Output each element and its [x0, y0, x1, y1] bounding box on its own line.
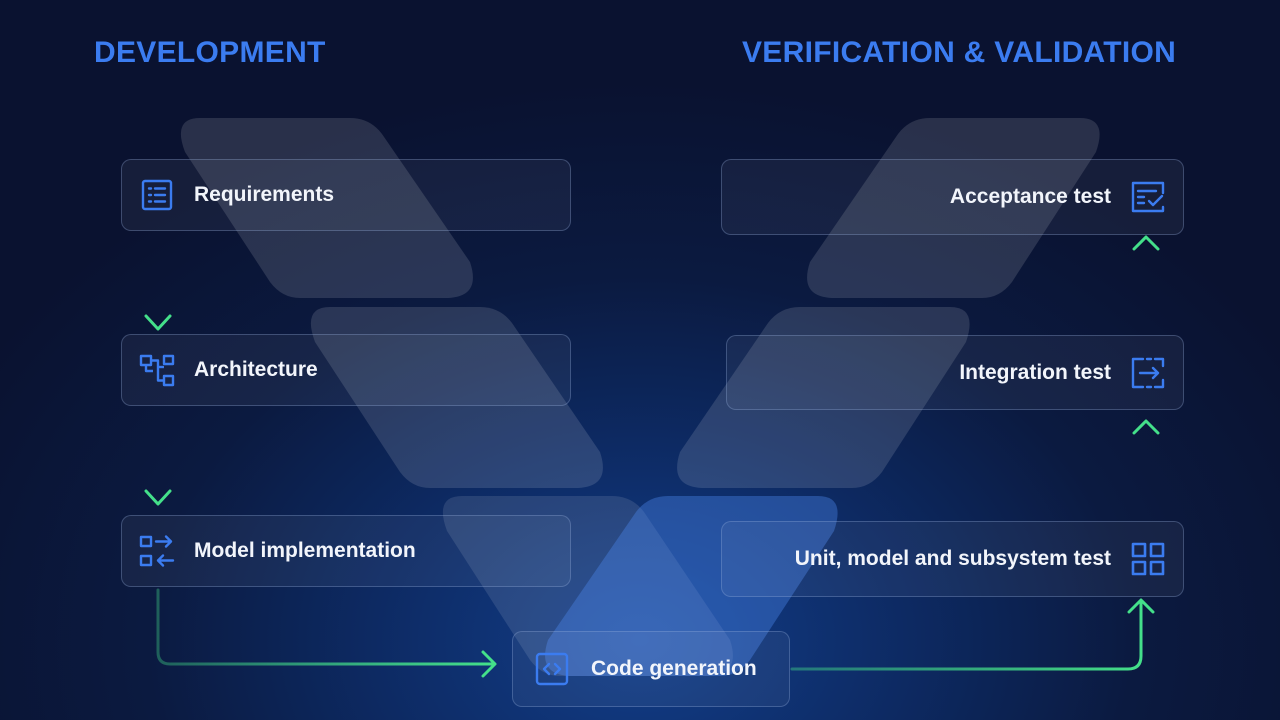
code-generation-card[interactable]: Code generation	[512, 631, 790, 707]
arrow-model-to-code	[156, 588, 496, 666]
code-generation-label: Code generation	[591, 657, 757, 680]
development-heading: DEVELOPMENT	[94, 36, 326, 69]
list-icon	[138, 176, 176, 214]
architecture-label: Architecture	[194, 358, 318, 381]
arrow-code-to-unit-test	[790, 600, 1143, 671]
architecture-card[interactable]: Architecture	[121, 334, 571, 406]
verification-validation-heading: VERIFICATION & VALIDATION	[742, 36, 1177, 69]
checklist-icon	[1129, 178, 1167, 216]
model-implementation-label: Model implementation	[194, 539, 416, 562]
unit-model-subsystem-test-label: Unit, model and subsystem test	[794, 547, 1111, 570]
integration-icon	[1129, 354, 1167, 392]
v-shape-decoration	[180, 118, 1100, 676]
swap-arrows-icon	[138, 532, 176, 570]
acceptance-test-label: Acceptance test	[949, 185, 1111, 208]
flow-arrows	[144, 232, 1160, 678]
integration-test-label: Integration test	[959, 360, 1111, 384]
acceptance-test-card[interactable]: Acceptance test	[721, 159, 1184, 235]
requirements-label: Requirements	[194, 183, 335, 206]
requirements-card[interactable]: Requirements	[121, 159, 571, 231]
code-icon	[533, 650, 571, 688]
grid-icon	[1129, 540, 1167, 578]
unit-model-subsystem-test-card[interactable]: Unit, model and subsystem test	[721, 521, 1184, 597]
integration-test-card[interactable]: Integration test	[726, 335, 1184, 410]
model-implementation-card[interactable]: Model implementation	[121, 515, 571, 587]
hierarchy-icon	[138, 351, 176, 389]
